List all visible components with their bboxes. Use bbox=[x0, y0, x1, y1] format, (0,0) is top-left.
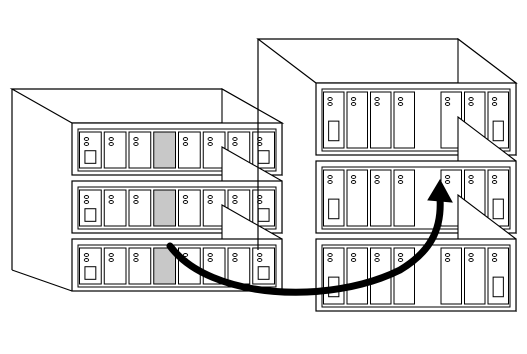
drive-carrier bbox=[104, 248, 126, 284]
drive-body bbox=[347, 248, 368, 304]
drive-body bbox=[154, 190, 176, 226]
empty-slot-space bbox=[418, 92, 439, 148]
drive-body bbox=[465, 248, 486, 304]
drive-body bbox=[80, 190, 102, 226]
highlighted-drive bbox=[154, 132, 176, 168]
drive-carrier bbox=[179, 190, 201, 226]
drive-body bbox=[154, 132, 176, 168]
drive-carrier bbox=[80, 190, 102, 226]
drive-body bbox=[129, 132, 151, 168]
drive-body bbox=[104, 248, 126, 284]
drive-body bbox=[179, 132, 201, 168]
drive-body bbox=[488, 248, 509, 304]
drive-carrier bbox=[129, 248, 151, 284]
drive-carrier bbox=[371, 92, 392, 148]
drive-body bbox=[324, 92, 345, 148]
drive-carrier bbox=[104, 132, 126, 168]
drive-body bbox=[253, 190, 275, 226]
drive-carrier bbox=[441, 248, 462, 304]
drive-carrier bbox=[347, 92, 368, 148]
drive-carrier bbox=[80, 248, 102, 284]
drive-carrier bbox=[228, 248, 250, 284]
drive-body bbox=[129, 248, 151, 284]
right-storage-stack bbox=[258, 39, 516, 311]
drive-carrier bbox=[80, 132, 102, 168]
drive-body bbox=[371, 170, 392, 226]
drive-carrier bbox=[324, 92, 345, 148]
drive-body bbox=[324, 170, 345, 226]
drive-carrier bbox=[465, 248, 486, 304]
drive-body bbox=[347, 92, 368, 148]
drive-carrier bbox=[347, 248, 368, 304]
drive-carrier bbox=[324, 248, 345, 304]
drive-carrier bbox=[129, 132, 151, 168]
drive-carrier bbox=[371, 170, 392, 226]
drive-carrier bbox=[179, 132, 201, 168]
drive-body bbox=[488, 170, 509, 226]
drive-body bbox=[488, 92, 509, 148]
drive-body bbox=[347, 170, 368, 226]
left-stack-bottom-edge bbox=[12, 270, 72, 291]
empty-drive-slot bbox=[418, 92, 439, 148]
left-storage-stack bbox=[12, 89, 282, 291]
drive-body bbox=[104, 132, 126, 168]
drive-carrier bbox=[324, 170, 345, 226]
drive-carrier bbox=[253, 190, 275, 226]
drive-body bbox=[179, 190, 201, 226]
highlighted-drive bbox=[154, 190, 176, 226]
drive-body bbox=[371, 92, 392, 148]
drive-carrier bbox=[129, 190, 151, 226]
drive-carrier bbox=[394, 248, 415, 304]
drive-carrier bbox=[488, 92, 509, 148]
drive-body bbox=[253, 248, 275, 284]
drive-body bbox=[441, 248, 462, 304]
drive-body bbox=[129, 190, 151, 226]
drive-body bbox=[394, 170, 415, 226]
drive-carrier bbox=[347, 170, 368, 226]
drive-carrier bbox=[488, 248, 509, 304]
drive-body bbox=[80, 132, 102, 168]
drive-body bbox=[80, 248, 102, 284]
drive-body bbox=[394, 92, 415, 148]
drive-body bbox=[253, 132, 275, 168]
drive-body bbox=[324, 248, 345, 304]
drive-body bbox=[104, 190, 126, 226]
drive-carrier bbox=[253, 248, 275, 284]
drive-body bbox=[394, 248, 415, 304]
drive-carrier bbox=[104, 190, 126, 226]
drive-body bbox=[228, 248, 250, 284]
drive-carrier bbox=[394, 92, 415, 148]
drive-carrier bbox=[394, 170, 415, 226]
drive-carrier bbox=[488, 170, 509, 226]
drive-carrier bbox=[253, 132, 275, 168]
